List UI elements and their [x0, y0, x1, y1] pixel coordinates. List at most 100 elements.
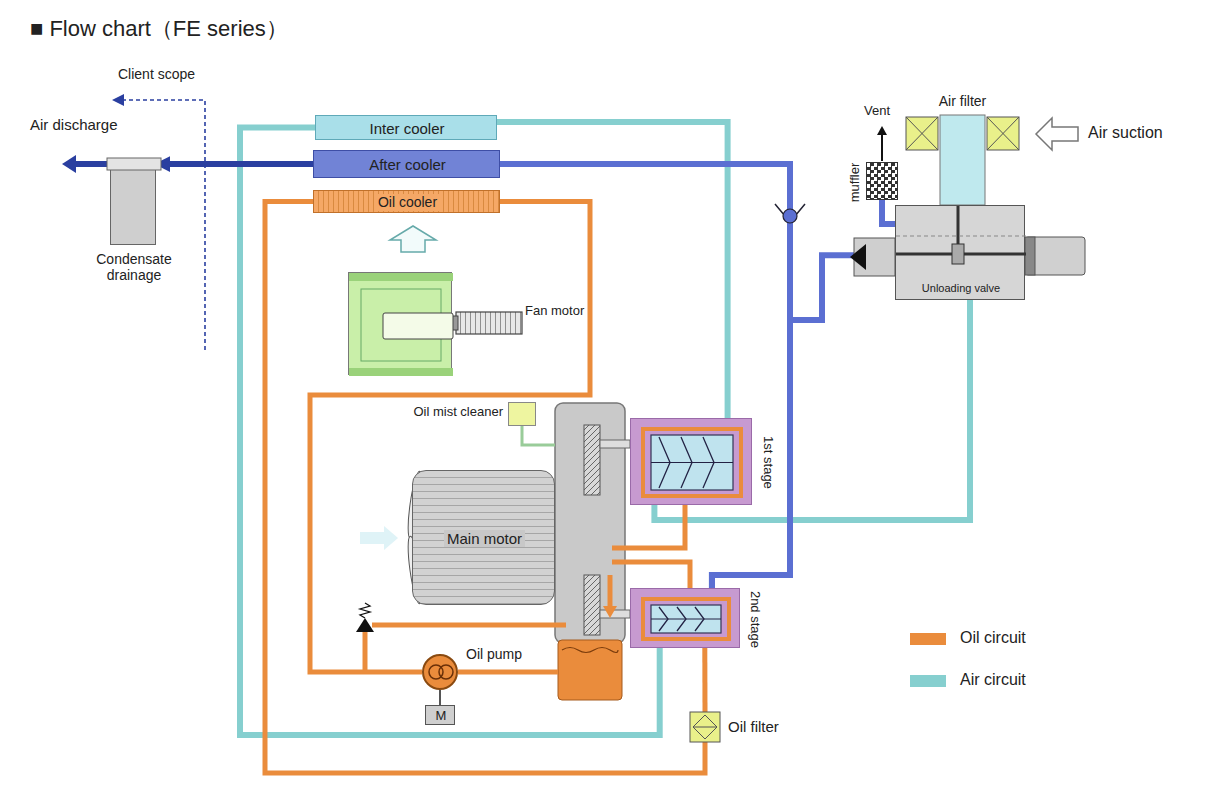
- check-valve-part: [775, 204, 805, 222]
- pipe-connector: [702, 648, 707, 712]
- oil-mist-cleaner: Oil mist cleaner: [508, 402, 536, 426]
- oil-lines-part: [458, 670, 558, 675]
- air-filter-drawing-part: [987, 117, 1019, 150]
- fan-housing-drawing-part: [349, 273, 453, 281]
- oil-lines-part: [372, 623, 566, 628]
- gearbox-part: [600, 610, 630, 618]
- air-filter-drawing-part: [906, 117, 938, 150]
- air-filter-drawing-part: [940, 115, 985, 205]
- condensate-separator: Condensate drainage: [110, 158, 156, 245]
- air-discharge-arrow-part: [74, 161, 110, 167]
- valve-ends-part: [1025, 237, 1035, 275]
- legend-row: Oil circuit: [910, 628, 1110, 652]
- after-cooler: After cooler: [313, 150, 500, 178]
- gearbox-part: [555, 403, 625, 643]
- compressor-stage-drawing-part: [643, 429, 741, 496]
- condensate-separator-drawing-part: [107, 158, 161, 170]
- oil-filter-drawing-part: [693, 727, 717, 728]
- oil-filter-drawing-part: [690, 712, 720, 742]
- node-text: 1st stage: [760, 436, 775, 489]
- air-discharge-arrow-part: [62, 155, 76, 173]
- muffler: muffler: [866, 162, 898, 200]
- node-text: Oil filter: [728, 718, 779, 735]
- air-filter: Air filter: [905, 115, 1020, 205]
- check-valve: [775, 204, 805, 223]
- compressor-stage-drawing-part: [651, 435, 733, 490]
- client-scope-line-part: [112, 94, 124, 106]
- unloading-valve-drawing-part: [896, 236, 1026, 237]
- node-text: Air filter: [905, 93, 1020, 109]
- pump-motor: M: [425, 705, 455, 725]
- vent-arrow-part: [881, 134, 883, 161]
- oil-sump-part: [562, 648, 618, 653]
- part-label: Vent: [864, 104, 890, 119]
- compressor-stage-drawing-part: [651, 462, 733, 463]
- legend-text: Air circuit: [960, 671, 1026, 689]
- unloading-valve-drawing-part: [952, 244, 964, 264]
- legend-row: Air circuit: [910, 670, 1110, 694]
- diagram-title: ■ Flow chart（FE series）: [30, 16, 288, 41]
- compressor-stage-drawing: [631, 589, 741, 649]
- gearbox-part: [584, 425, 600, 495]
- condensate-separator-drawing: [111, 159, 157, 246]
- part-label: Air discharge: [30, 116, 118, 133]
- pipe-connector: [310, 202, 590, 673]
- pipe-connector: [240, 128, 660, 736]
- oil-lines-part: [608, 575, 613, 608]
- pipe-connector: [439, 690, 441, 705]
- fan-motor-body-part: [456, 312, 522, 334]
- fan-housing: Fan motor: [348, 272, 452, 375]
- pipe-connector: [156, 161, 313, 167]
- oil-return-arrow: [603, 606, 617, 618]
- legend-swatch: [910, 633, 946, 645]
- cooling-air-arrow: [390, 226, 436, 252]
- oil-lines-part: [612, 505, 685, 548]
- oil-lines-part: [612, 562, 690, 588]
- oil-mist-pipe: [522, 426, 555, 445]
- fan-housing-drawing: [349, 273, 453, 376]
- oil-pump: Oil pump: [422, 654, 458, 690]
- gearbox-part: [600, 440, 630, 448]
- oil-filter-drawing: [690, 712, 720, 742]
- air-filter-drawing: [905, 115, 1020, 205]
- node-text: muffler: [849, 162, 864, 202]
- node-text: Condensate drainage: [79, 251, 189, 283]
- main-motor: Main motor: [412, 470, 555, 605]
- oil-mist-pipe-part: [522, 426, 555, 445]
- legend-text: Oil circuit: [960, 629, 1026, 647]
- part-label: Air suction: [1088, 124, 1163, 142]
- relief-valve-part: [356, 618, 374, 632]
- oil-sump-part: [558, 640, 622, 700]
- node-text: Unloading valve: [896, 282, 1026, 295]
- node-text: Fan motor: [525, 304, 584, 319]
- compressor-stage-drawing-part: [651, 605, 721, 633]
- oil-cooler: Oil cooler: [313, 190, 500, 213]
- legend-swatch: [910, 675, 946, 687]
- oil-lines-part: [363, 632, 368, 672]
- node-text: Oil pump: [466, 646, 522, 662]
- check-valve-part: [783, 209, 797, 223]
- oil-sump: [558, 640, 622, 700]
- inter-cooler: Inter cooler: [315, 115, 497, 140]
- air-filter-drawing-part: [987, 117, 1019, 150]
- compressor-stage-drawing-part: [643, 599, 729, 639]
- air-suction-arrow: [1036, 118, 1078, 150]
- air-discharge-arrow: [62, 155, 110, 173]
- oil-pump-drawing-part: [439, 665, 453, 679]
- compressor-stage-drawing-part: [651, 619, 721, 620]
- node-text: Inter cooler: [369, 120, 444, 137]
- node-text: 2nd stage: [748, 590, 763, 647]
- valve-ends-part: [850, 244, 866, 270]
- relief-valve-part: [360, 603, 370, 618]
- compressor-stage: 1st stage: [630, 418, 752, 505]
- air-suction-arrow-part: [1036, 118, 1078, 150]
- gearbox-part: [584, 575, 600, 635]
- oil-pump-drawing: [424, 656, 460, 692]
- compressor-stage-drawing: [631, 419, 753, 506]
- fan-motor-body: [452, 312, 522, 334]
- unloading-valve: Unloading valve: [895, 205, 1025, 300]
- gearbox: [546, 403, 630, 643]
